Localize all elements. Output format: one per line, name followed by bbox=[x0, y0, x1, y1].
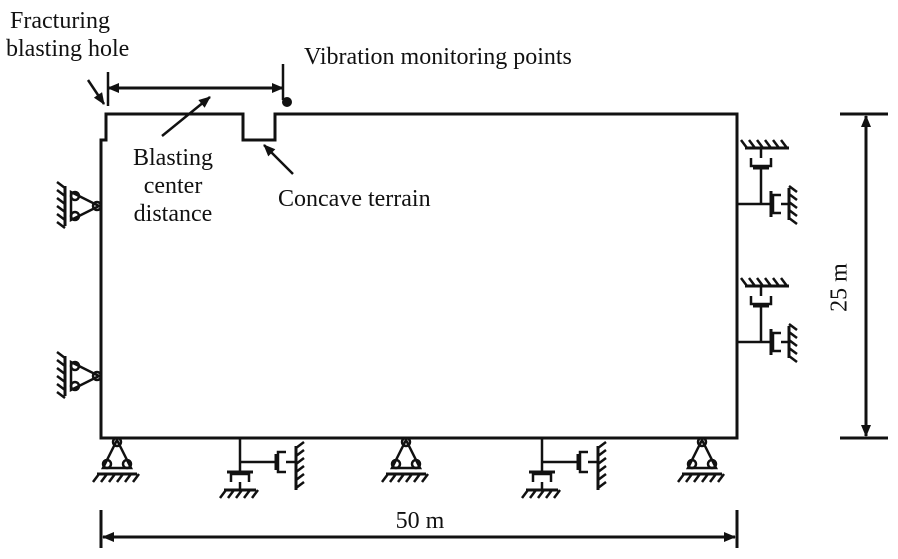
blasting-label-line3: distance bbox=[133, 201, 213, 227]
spring-damper-icon bbox=[737, 277, 798, 363]
fracturing-label-line1: Fracturing bbox=[10, 8, 110, 34]
fracturing-leader-arrow bbox=[86, 79, 106, 105]
concave-terrain-label: Concave terrain bbox=[278, 186, 431, 212]
spring-damper-icon bbox=[219, 438, 305, 499]
width-dimension-label: 50 m bbox=[395, 508, 445, 534]
model-boundary bbox=[99, 112, 739, 440]
pin-support-icon bbox=[381, 436, 429, 483]
pin-support-icon bbox=[56, 181, 103, 229]
pin-support-icon bbox=[92, 436, 140, 483]
height-dimension-label: 25 m bbox=[826, 263, 853, 312]
vibration-monitoring-point bbox=[282, 97, 292, 107]
fracturing-label-line2: blasting hole bbox=[6, 36, 130, 62]
blasting-label-line2: center bbox=[143, 173, 203, 199]
blasting-label-line1: Blasting bbox=[132, 145, 213, 171]
spring-damper-icon bbox=[521, 438, 607, 499]
pin-support-icon bbox=[56, 351, 103, 399]
spring-damper-icon bbox=[737, 139, 798, 225]
vibration-monitoring-label: Vibration monitoring points bbox=[304, 44, 572, 70]
concave-leader-arrow bbox=[263, 144, 294, 175]
blasting-leader-arrow bbox=[161, 96, 211, 137]
pin-support-icon bbox=[677, 436, 725, 483]
